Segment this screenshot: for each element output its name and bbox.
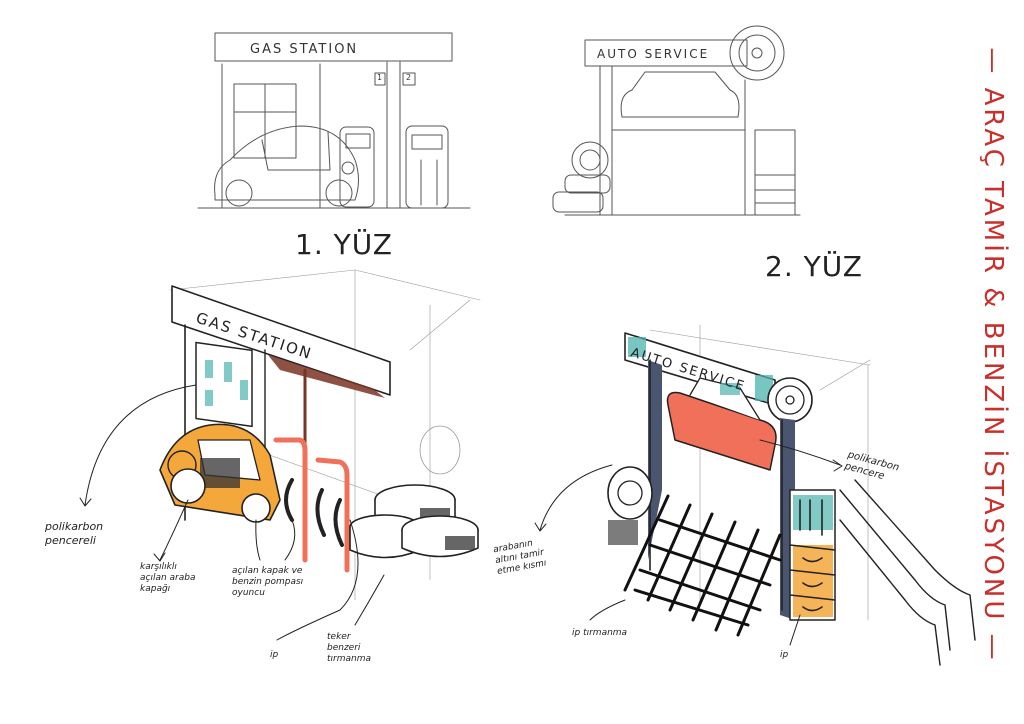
- gas-station-perspective: [159, 269, 481, 601]
- pump-number-1: 1: [377, 73, 383, 82]
- auto-service-perspective: [607, 324, 976, 666]
- annotation-car-door: karşılıklı açılan araba kapağı: [140, 562, 196, 594]
- view-1-label: 1. YÜZ: [295, 228, 393, 261]
- service-sign-text-elev: AUTO SERVICE: [597, 47, 709, 61]
- auto-service-elevation: [552, 25, 801, 216]
- annotation-tires: teker benzeri tırmanma: [327, 632, 371, 664]
- view-2-label: 2. YÜZ: [765, 250, 863, 283]
- pump-number-2: 2: [406, 73, 412, 82]
- annotation-net: ip tırmanma: [572, 628, 628, 638]
- annotation-rope-gas: ip: [270, 650, 279, 660]
- annotation-window-gas: polikarbon pencereli: [45, 520, 104, 547]
- annotation-pump: açılan kapak ve benzin pompası oyuncu: [232, 566, 304, 598]
- gas-sign-text-elev: GAS STATION: [250, 42, 358, 57]
- annotation-rope-service: ip: [780, 650, 789, 660]
- gas-station-elevation: [197, 32, 471, 209]
